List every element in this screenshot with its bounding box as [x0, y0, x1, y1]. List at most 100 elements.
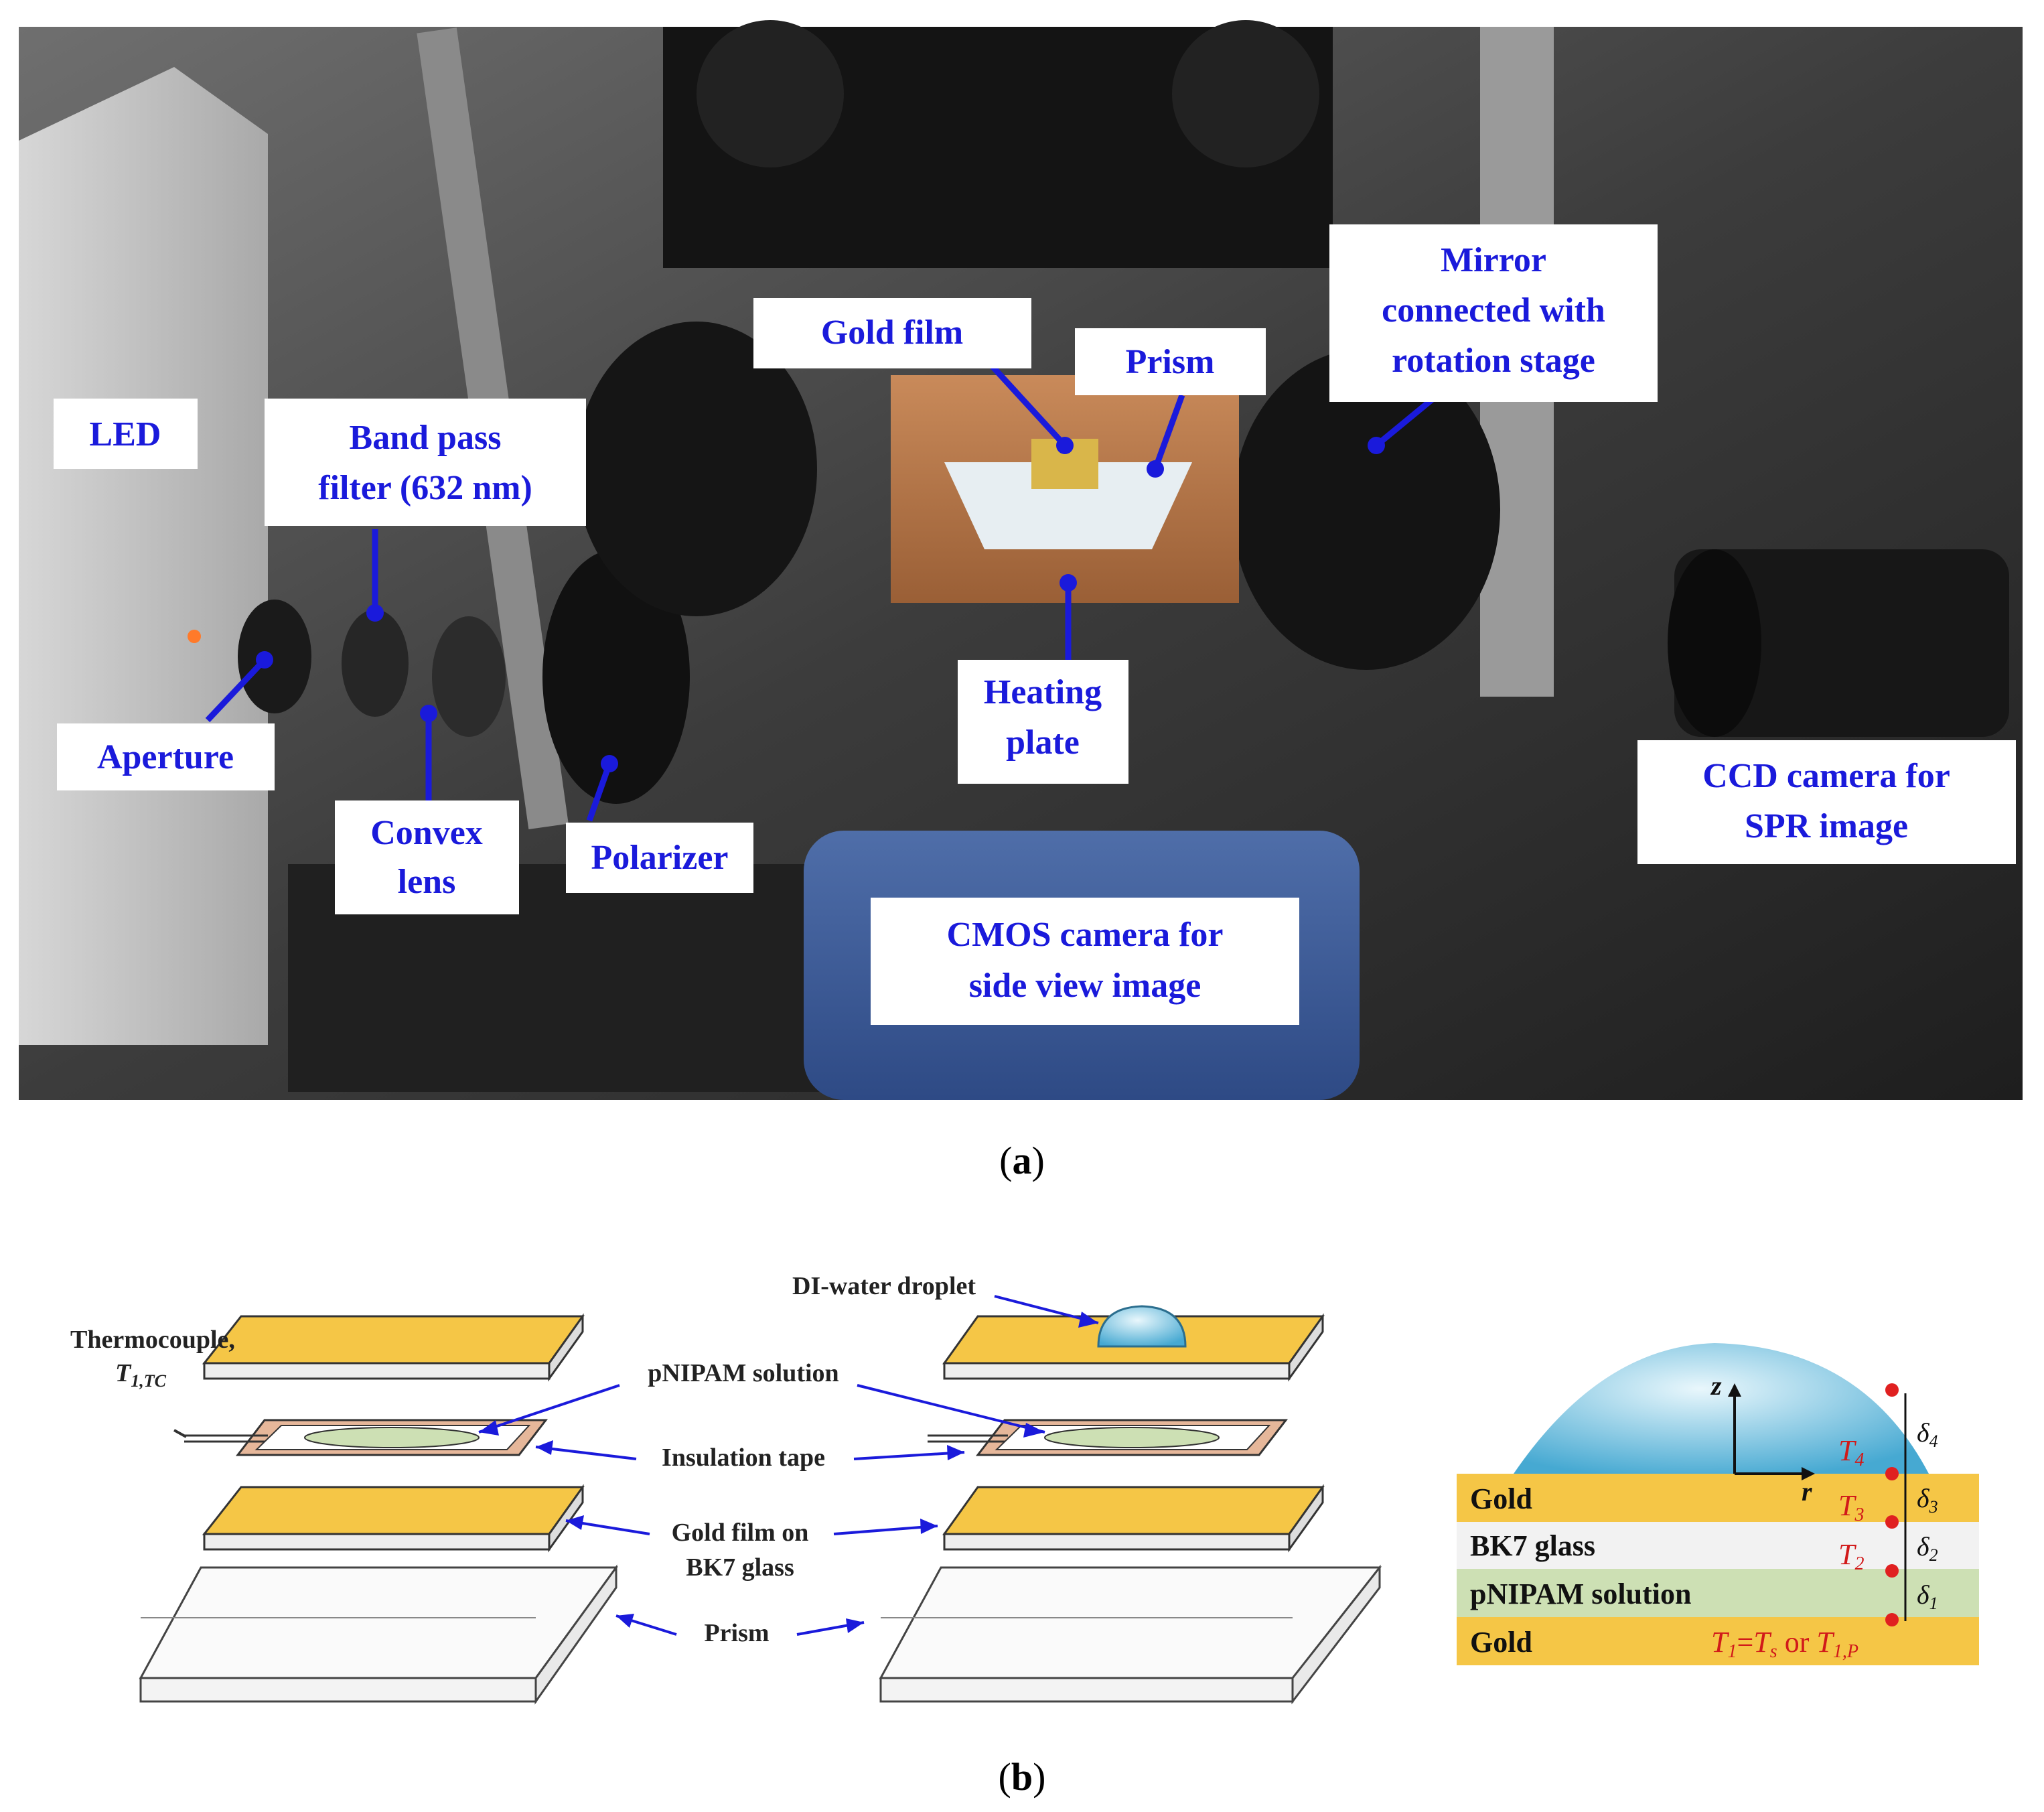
label-pnipam: pNIPAM solution: [648, 1359, 838, 1387]
arrow-prism-right-head: [846, 1618, 864, 1633]
panel-b-labels: DI-water droplet Thermocouple, T1,TC pNI…: [70, 1272, 976, 1647]
layer-label-gold-bottom: Gold: [1470, 1626, 1532, 1659]
prism-left-side: [534, 1564, 617, 1705]
exploded-left: [139, 1313, 618, 1705]
prism-left-front: [139, 1677, 537, 1703]
arrow-pnipam-right: [857, 1384, 1045, 1434]
cross-section: Gold BK7 glass pNIPAM solution Gold z r …: [1457, 1343, 1979, 1665]
label-cmos-line1: CMOS camera for: [947, 916, 1224, 954]
axis-z-label: z: [1710, 1371, 1722, 1401]
delta-label-1: δ1: [1917, 1580, 1938, 1613]
ccd-camera-body: [1674, 549, 2009, 737]
arrow-droplet-head: [1078, 1312, 1098, 1328]
leader-mirror: [1374, 396, 1435, 448]
top-gold-plate-left-edge: [203, 1362, 551, 1380]
label-box-gold-film: [753, 298, 1031, 368]
temp-dot-t5: [1885, 1383, 1899, 1397]
prism-left-top: [139, 1566, 618, 1679]
led-illuminator: [19, 67, 268, 1045]
label-droplet: DI-water droplet: [792, 1272, 976, 1300]
label-prism: Prism: [1126, 343, 1215, 381]
pnipam-drop-left: [304, 1427, 480, 1448]
gold-film-right: [942, 1486, 1325, 1535]
leader-prism-dot: [1147, 460, 1164, 478]
arrow-prism-left-head: [616, 1614, 634, 1628]
polarizer-part: [542, 549, 690, 804]
label-led: LED: [90, 415, 161, 454]
label-aperture: Aperture: [97, 738, 234, 776]
prism-right-front: [879, 1677, 1294, 1703]
mount-knob-left: [697, 20, 844, 167]
top-gold-plate-right-side: [1288, 1313, 1324, 1382]
axis-r-label: r: [1802, 1476, 1812, 1507]
leader-gold-film: [989, 362, 1068, 448]
label-box-led: [54, 399, 198, 469]
label-box-prism: [1075, 328, 1266, 395]
temp-label-t1: T1=Ts or T1,P: [1711, 1626, 1858, 1662]
label-gold-film-line1: Gold film on: [672, 1519, 809, 1547]
panel-a-leaders: [205, 362, 1435, 822]
filter-part: [342, 610, 409, 717]
arrow-pnipam-left: [478, 1384, 620, 1434]
leader-aperture: [205, 657, 267, 723]
rotation-disk-right: [1232, 348, 1500, 670]
caption-a: (a): [999, 1139, 1045, 1182]
leader-polarizer-dot: [601, 755, 618, 772]
top-gold-plate-left-side: [548, 1313, 584, 1382]
gold-film-left: [202, 1486, 585, 1535]
label-box-mirror: [1329, 224, 1658, 402]
temp-label-t2: T2: [1838, 1538, 1864, 1574]
aperture-part: [238, 600, 311, 713]
label-band-pass-line1: Band pass: [350, 419, 502, 457]
gold-film-left-side: [548, 1484, 584, 1553]
label-box-heating: [958, 660, 1128, 784]
label-convex-line2: lens: [398, 863, 456, 901]
label-cmos-line2: side view image: [969, 967, 1201, 1005]
label-heating-line1: Heating: [984, 673, 1102, 711]
label-ccd-line1: CCD camera for: [1702, 757, 1950, 795]
top-gold-plate-right-edge: [943, 1362, 1291, 1380]
arrow-pnipam-left-head: [479, 1420, 499, 1436]
temp-label-t4: T4: [1838, 1434, 1864, 1470]
layer-bk7-glass: [1457, 1522, 1979, 1569]
temp-dot-t3: [1885, 1515, 1899, 1529]
layer-label-bk7: BK7 glass: [1470, 1529, 1595, 1562]
panel-b-arrows: [173, 1295, 1099, 1636]
label-prism-b: Prism: [704, 1619, 769, 1647]
label-box-ccd: [1637, 740, 2016, 864]
label-box-polarizer: [566, 823, 753, 893]
arrow-gold-right-head: [920, 1519, 938, 1534]
temp-dot-t1: [1885, 1613, 1899, 1626]
delta-label-2: δ2: [1917, 1531, 1938, 1565]
label-gold-film: Gold film: [821, 313, 963, 352]
leader-mirror-dot: [1368, 437, 1385, 454]
leader-polarizer: [586, 762, 613, 822]
label-polarizer: Polarizer: [591, 839, 729, 877]
lens-part: [432, 616, 506, 737]
axis-r-arrow: [1802, 1467, 1815, 1480]
gold-film-left-edge: [203, 1533, 551, 1551]
layer-label-pnipam: pNIPAM solution: [1470, 1578, 1691, 1610]
temp-label-t3: T3: [1838, 1489, 1864, 1525]
droplet-cross-section: [1514, 1343, 1929, 1474]
ccd-lens: [1668, 549, 1761, 737]
leader-aperture-dot: [256, 651, 273, 669]
arrow-tape-left-head: [536, 1440, 553, 1455]
label-insulation: Insulation tape: [662, 1444, 825, 1472]
mount-knob-right: [1172, 20, 1319, 167]
leader-gold-film-dot: [1056, 437, 1074, 454]
arrow-gold-right: [833, 1525, 938, 1535]
arrow-thermocouple: [173, 1429, 187, 1438]
label-band-pass-line2: filter (632 nm): [318, 469, 532, 507]
gold-film-right-side: [1288, 1484, 1324, 1553]
label-box-band-pass: [265, 399, 586, 526]
leader-prism: [1152, 394, 1185, 470]
temp-dot-t4: [1885, 1467, 1899, 1480]
arrow-tape-right-head: [947, 1445, 964, 1460]
label-mirror-line2: connected with: [1382, 291, 1605, 330]
label-heating-line2: plate: [1006, 723, 1080, 762]
rotation-disk-left: [576, 322, 817, 616]
panel-a-labels: LED Band pass filter (632 nm) Aperture C…: [54, 224, 2016, 1025]
temp-dot-t2: [1885, 1564, 1899, 1578]
